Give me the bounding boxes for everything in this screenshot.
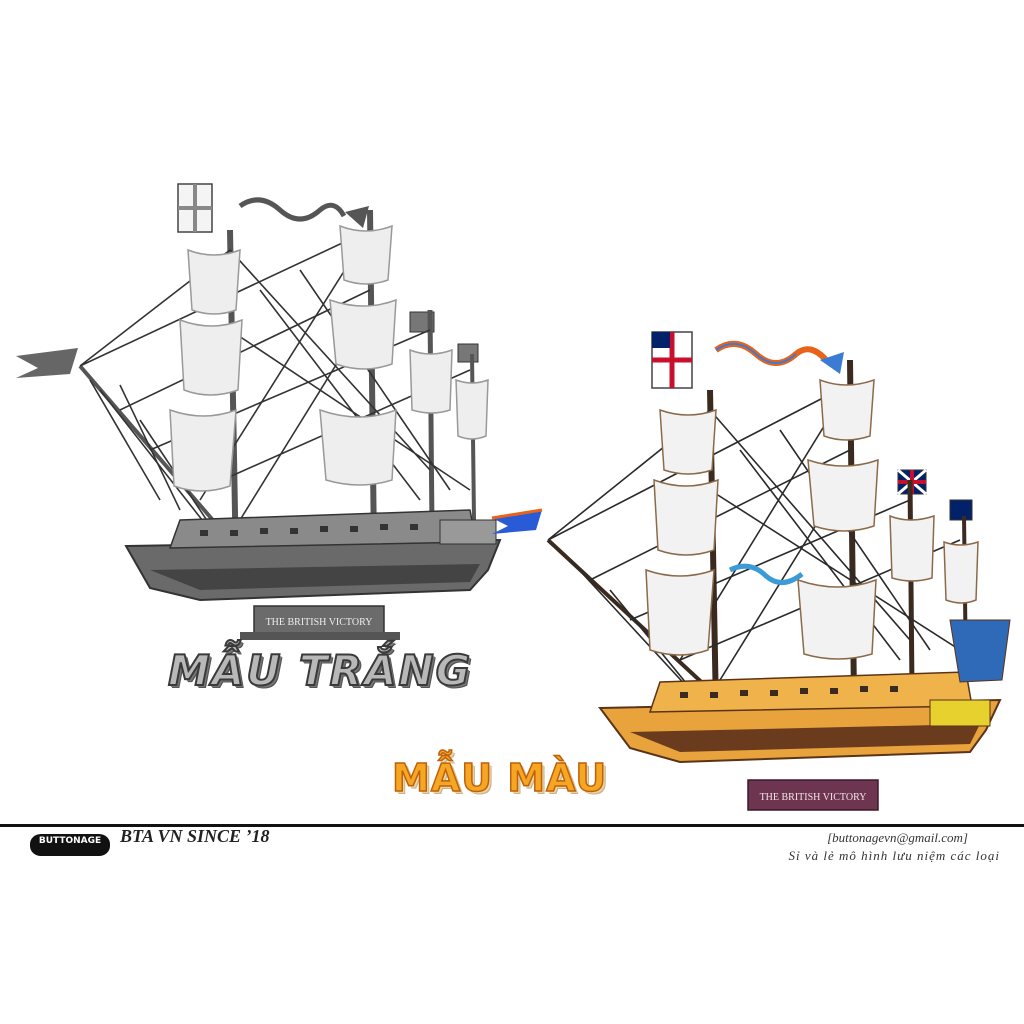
color-ship-model: THE BRITISH VICTORY — [491, 331, 1011, 811]
footer-divider — [0, 824, 1024, 827]
brand-since-text: BTA VN SINCE ’18 — [120, 826, 270, 846]
color-ship-plaque: THE BRITISH VICTORY — [760, 792, 867, 803]
shop-tagline: Sỉ và lẻ mô hình lưu niệm các loại — [788, 848, 1000, 863]
brand-logo-text: BUTTONAGE — [38, 836, 102, 846]
color-model-label: MẪU MÀU — [391, 755, 608, 801]
brand-logo: BUTTONAGE — [30, 834, 110, 856]
white-model-label: MẪU TRẮNG — [167, 645, 473, 696]
white-ship-plaque: THE BRITISH VICTORY — [266, 617, 373, 628]
contact-email: [buttonagevn@gmail.com] — [827, 830, 968, 845]
white-ship-model: THE BRITISH VICTORY — [16, 183, 502, 640]
